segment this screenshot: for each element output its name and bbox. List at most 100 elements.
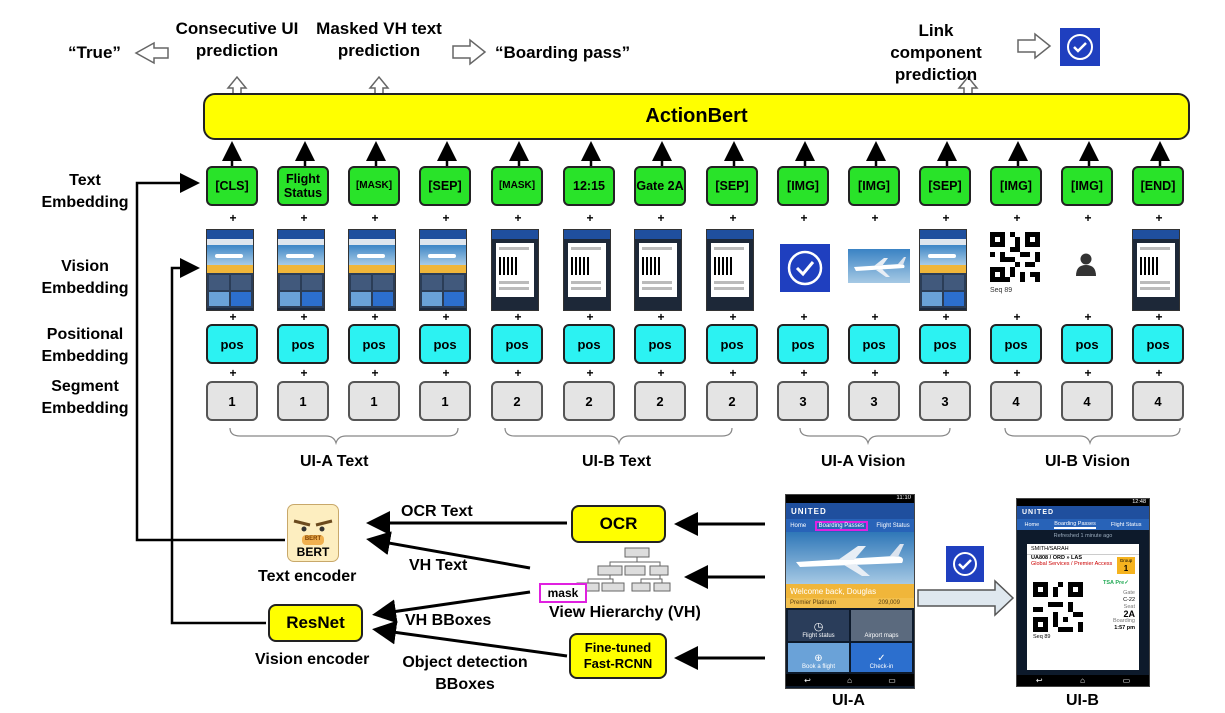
- token-img: [IMG]: [1061, 166, 1113, 206]
- group-label-ui-b-vision: UI-B Vision: [1045, 453, 1131, 470]
- vh-tree: [576, 547, 671, 592]
- od-bboxes-label: Object detection BBoxes: [402, 654, 528, 693]
- tab-boarding-passes[interactable]: Boarding Passes: [1054, 520, 1096, 529]
- plus-sign: +: [586, 310, 594, 324]
- pos-box: pos: [634, 324, 686, 364]
- segment-box: 4: [1132, 381, 1184, 421]
- check-icon: [1060, 28, 1100, 66]
- segment-box: 1: [206, 381, 258, 421]
- segment-box: 3: [848, 381, 900, 421]
- pos-box: pos: [1132, 324, 1184, 364]
- token-sep: [SEP]: [706, 166, 758, 206]
- plus-sign: +: [800, 366, 808, 380]
- segment-embedding-label: Segment Embedding: [41, 378, 129, 417]
- plus-sign: +: [229, 310, 237, 324]
- plus-sign: +: [871, 366, 879, 380]
- pos-box: pos: [848, 324, 900, 364]
- tile-label: Book a flight: [801, 664, 836, 670]
- pos-box: pos: [706, 324, 758, 364]
- bert-face-text: BERT: [304, 536, 322, 542]
- bert-badge: BERT: [296, 545, 330, 559]
- plus-sign: +: [657, 211, 665, 225]
- ocr-text-label: OCR Text: [401, 503, 473, 520]
- token-mask: [MASK]: [491, 166, 543, 206]
- plus-sign: +: [729, 310, 737, 324]
- recent-icon[interactable]: ▭: [1122, 676, 1131, 685]
- plus-sign: +: [800, 211, 808, 225]
- segment-box: 4: [1061, 381, 1113, 421]
- status-time: 12:48: [1132, 499, 1146, 505]
- token-sep: [SEP]: [419, 166, 471, 206]
- recent-icon[interactable]: ▭: [888, 675, 896, 685]
- pos-box: pos: [919, 324, 971, 364]
- brand-label: UNITED: [791, 506, 827, 516]
- back-icon[interactable]: ↩: [1035, 676, 1043, 685]
- tile-flight-status[interactable]: ◷Flight status: [788, 610, 849, 641]
- pos-box: pos: [1061, 324, 1113, 364]
- plus-sign: +: [657, 366, 665, 380]
- home-icon[interactable]: ⌂: [847, 675, 852, 685]
- tile-airport-maps[interactable]: Airport maps: [851, 610, 912, 641]
- token-img: [IMG]: [990, 166, 1042, 206]
- group-label-ui-a-text: UI-A Text: [300, 453, 369, 470]
- bert-icon: BERT BERT: [287, 504, 339, 562]
- qr-code-icon: [990, 232, 1040, 282]
- actionbert-title: ActionBert: [645, 105, 748, 127]
- tile-label: Check-in: [869, 664, 894, 670]
- plus-sign: +: [514, 366, 522, 380]
- plus-sign: +: [1013, 211, 1021, 225]
- plus-sign: +: [371, 211, 379, 225]
- plus-sign: +: [514, 211, 522, 225]
- route-text: UA808 / ORD » LAS: [1031, 555, 1083, 561]
- consecutive-ui-label: Consecutive UI prediction: [175, 19, 299, 60]
- fast-rcnn-label: Fine-tuned Fast-RCNN: [583, 640, 653, 671]
- tile-label: Airport maps: [864, 633, 899, 639]
- tile-check-in[interactable]: ✓Check-in: [851, 643, 912, 672]
- boarding-pass-card[interactable]: SMITH/SARAH UA808 / ORD » LAS Global Ser…: [1027, 544, 1139, 670]
- tab-flight-status[interactable]: Flight Status: [1110, 521, 1142, 528]
- token-flight-status: Flight Status: [277, 166, 329, 206]
- plus-sign: +: [1155, 366, 1163, 380]
- tab-flight-status[interactable]: Flight Status: [876, 522, 910, 529]
- phone-ui-a: 11:10 UNITED Home Boarding Passes Flight…: [785, 494, 915, 689]
- resnet-label: ResNet: [286, 613, 345, 632]
- token-cls: [CLS]: [206, 166, 258, 206]
- tab-boarding-passes[interactable]: Boarding Passes: [814, 520, 868, 531]
- resnet-box: ResNet: [268, 604, 363, 642]
- group-value: 1: [1123, 564, 1129, 573]
- home-icon[interactable]: ⌂: [1080, 676, 1085, 685]
- hero-airplane: [786, 532, 914, 584]
- brand-label: UNITED: [1022, 509, 1055, 516]
- plus-sign: +: [229, 366, 237, 380]
- hollow-arrow-right-1: [452, 38, 487, 66]
- plus-sign: +: [229, 211, 237, 225]
- seq-text: Seq 89: [1033, 634, 1051, 640]
- tile-label: Flight status: [802, 633, 835, 639]
- plus-sign: +: [1013, 366, 1021, 380]
- clock-icon: ◷: [813, 621, 824, 633]
- back-icon[interactable]: ↩: [804, 675, 811, 685]
- boarding-label: Boarding: [1112, 618, 1135, 624]
- ocr-label: OCR: [599, 514, 638, 533]
- plus-sign: +: [657, 310, 665, 324]
- plus-sign: +: [942, 211, 950, 225]
- plus-sign: +: [442, 366, 450, 380]
- hollow-arrow-left: [134, 41, 169, 65]
- refreshed-text: Refreshed 1 minute ago: [1053, 533, 1113, 539]
- plus-sign: +: [729, 211, 737, 225]
- tile-book-flight[interactable]: ⊕Book a flight: [788, 643, 849, 672]
- plus-sign: +: [1155, 310, 1163, 324]
- boarding-pass-label: “Boarding pass”: [495, 43, 631, 62]
- tab-home[interactable]: Home: [1024, 521, 1040, 528]
- ui-b-label: UI-B: [1066, 692, 1099, 709]
- plus-sign: +: [942, 366, 950, 380]
- pipeline-arrows: [366, 511, 765, 670]
- person-icon: [1075, 252, 1097, 276]
- pos-box: pos: [277, 324, 329, 364]
- screenshot-thumb-ui-a: [277, 229, 325, 311]
- welcome-text: Welcome back, Douglas: [790, 586, 877, 596]
- tab-home[interactable]: Home: [790, 522, 807, 529]
- status-time: 11:10: [896, 495, 911, 501]
- plus-sign: +: [586, 366, 594, 380]
- screenshot-thumb-ui-b: [491, 229, 539, 311]
